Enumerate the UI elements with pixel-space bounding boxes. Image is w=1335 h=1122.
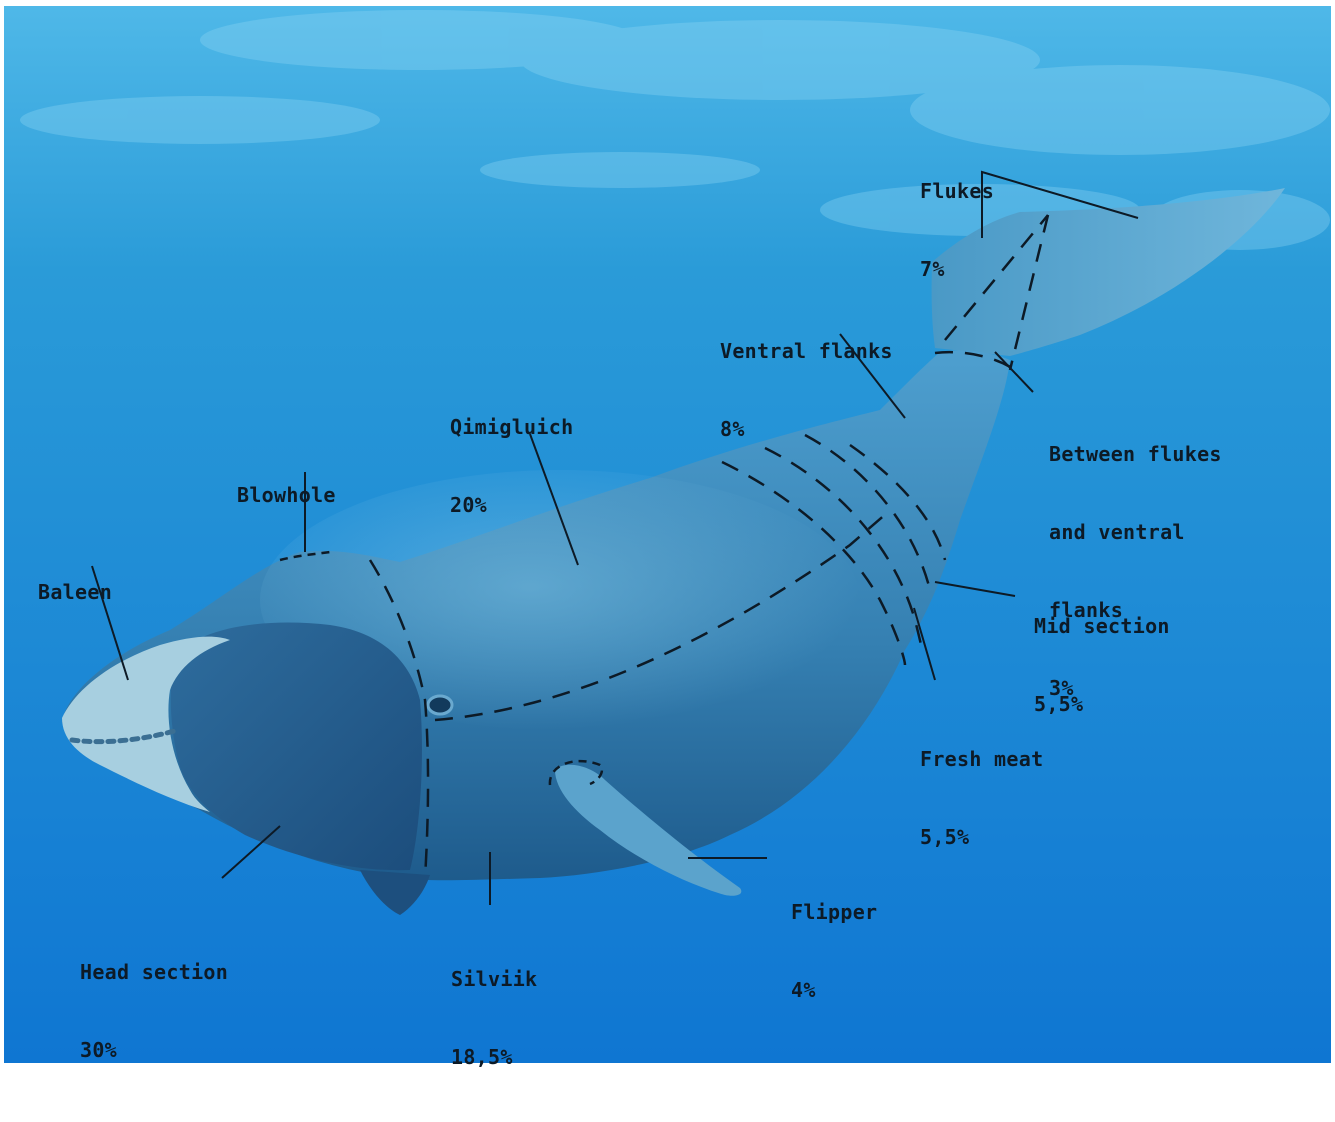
label-qimigluich-name: Qimigluich (450, 414, 573, 440)
label-baleen-name: Baleen (38, 579, 112, 605)
label-between-line1: Between flukes (1049, 441, 1222, 467)
label-flipper: Flipper 4% (791, 847, 877, 1055)
label-blowhole: Blowhole (237, 430, 336, 560)
label-fresh-meat-name: Fresh meat (920, 746, 1043, 772)
label-ventral-flanks-name: Ventral flanks (720, 338, 893, 364)
label-mid-section-name: Mid section (1034, 613, 1170, 639)
label-silviik: Silviik 18,5% (451, 914, 537, 1122)
label-flukes-name: Flukes (920, 178, 994, 204)
label-between-line2: and ventral (1049, 519, 1222, 545)
label-flipper-value: 4% (791, 977, 877, 1003)
label-flukes: Flukes 7% (920, 126, 994, 334)
label-head-section-name: Head section (80, 959, 228, 985)
label-fresh-meat-value: 5,5% (920, 824, 1043, 850)
label-mid-section: Mid section 5,5% (1034, 561, 1170, 769)
label-flukes-value: 7% (920, 256, 994, 282)
label-baleen: Baleen (38, 527, 112, 657)
label-head-section: Head section 30% (80, 907, 228, 1115)
label-qimigluich-value: 20% (450, 492, 573, 518)
label-flipper-name: Flipper (791, 899, 877, 925)
label-ventral-flanks-value: 8% (720, 416, 893, 442)
label-qimigluich: Qimigluich 20% (450, 362, 573, 570)
label-mid-section-value: 5,5% (1034, 691, 1170, 717)
label-head-section-value: 30% (80, 1037, 228, 1063)
whale-eye (428, 696, 452, 714)
label-blowhole-name: Blowhole (237, 482, 336, 508)
label-silviik-value: 18,5% (451, 1044, 537, 1070)
label-ventral-flanks: Ventral flanks 8% (720, 286, 893, 494)
label-fresh-meat: Fresh meat 5,5% (920, 694, 1043, 902)
whale-diagram: Flukes 7% Ventral flanks 8% Qimigluich 2… (0, 0, 1335, 1065)
label-silviik-name: Silviik (451, 966, 537, 992)
